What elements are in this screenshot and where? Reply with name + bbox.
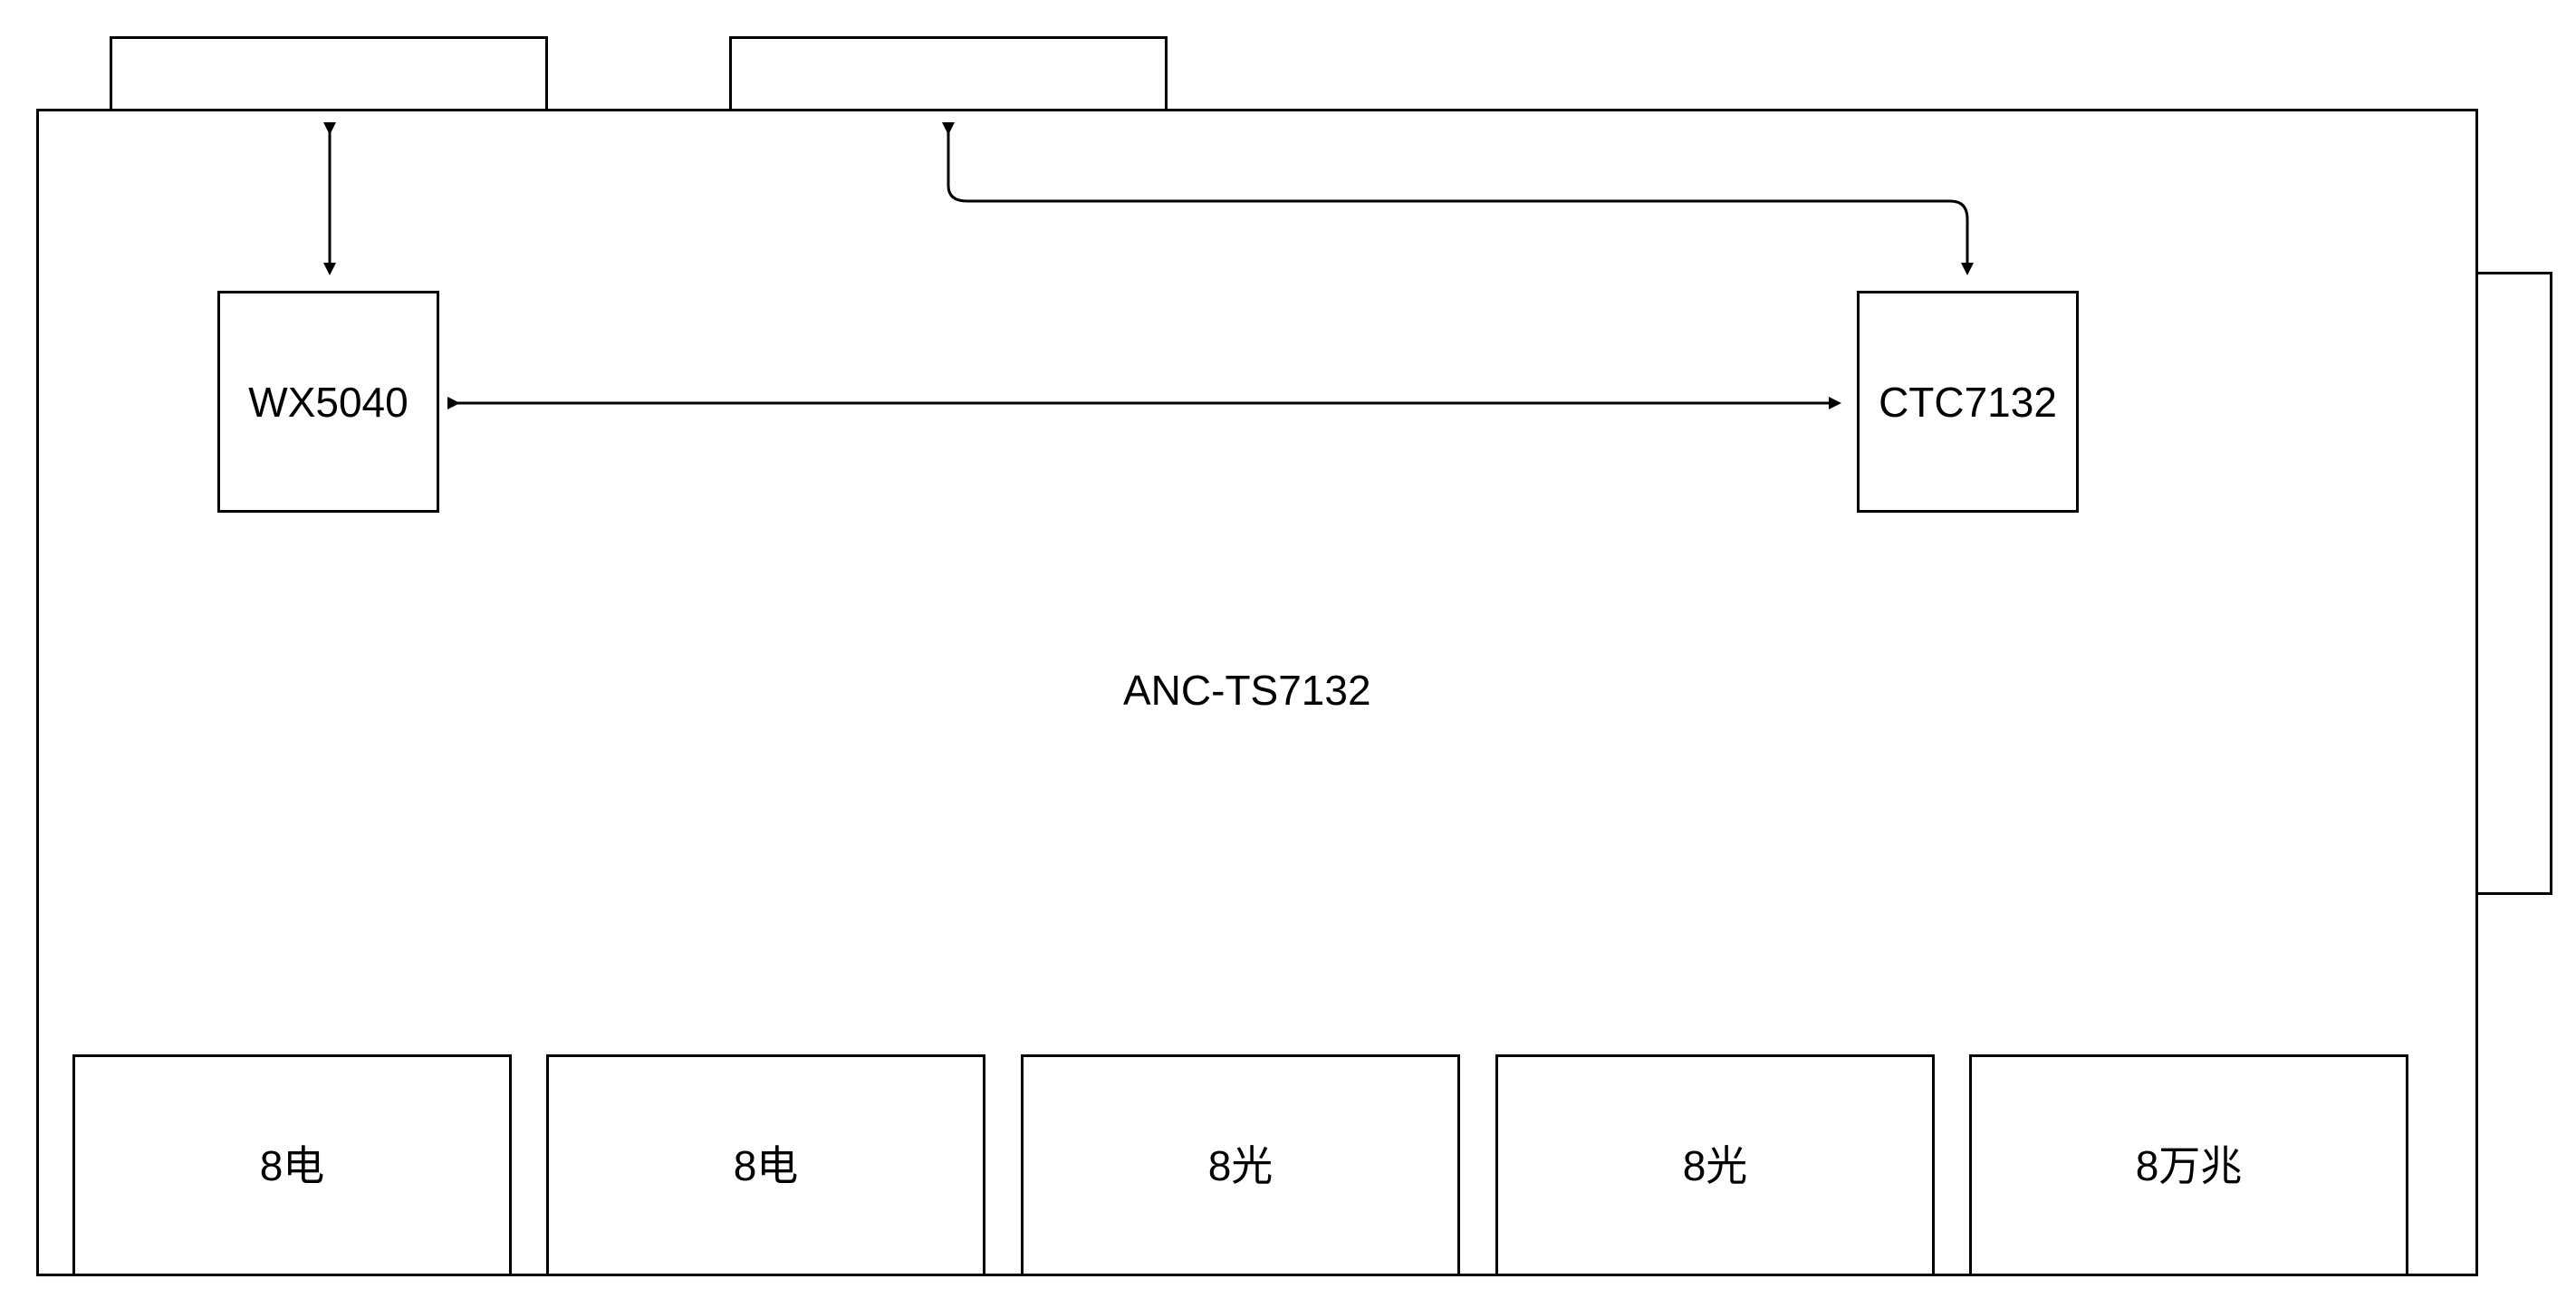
board-label: ANC-TS7132 <box>1123 667 1371 714</box>
chip-wx5040-label: WX5040 <box>248 378 409 426</box>
top-connector-middle <box>729 36 1168 112</box>
port-label-4: 8光 <box>1682 1141 1748 1189</box>
arrow-ctc7132-top <box>942 122 1974 275</box>
port-box-4: 8光 <box>1495 1054 1935 1276</box>
port-label-2: 8电 <box>733 1141 799 1189</box>
port-label-3: 8光 <box>1207 1141 1274 1189</box>
chip-wx5040: WX5040 <box>217 291 439 513</box>
port-box-5: 8万兆 <box>1969 1054 2408 1276</box>
port-box-2: 8电 <box>546 1054 985 1276</box>
chip-ctc7132: CTC7132 <box>1857 291 2079 513</box>
port-box-1: 8电 <box>72 1054 512 1276</box>
chip-ctc7132-label: CTC7132 <box>1879 378 2057 426</box>
port-label-1: 8电 <box>259 1141 325 1189</box>
port-box-3: 8光 <box>1021 1054 1460 1276</box>
port-label-5: 8万兆 <box>2135 1141 2243 1189</box>
